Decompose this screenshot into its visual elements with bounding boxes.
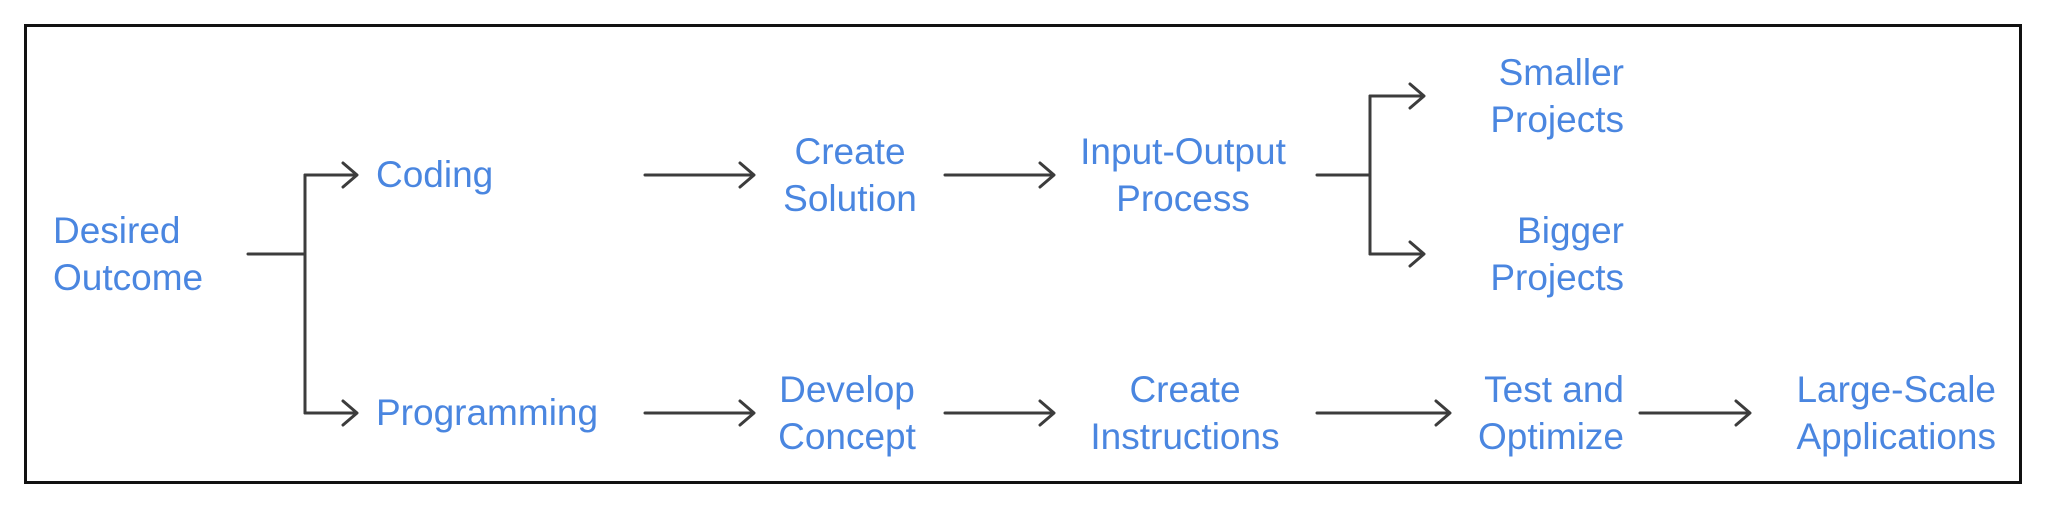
node-smaller-projects: Smaller Projects: [1490, 49, 1624, 143]
arrowhead-coding: [341, 161, 359, 189]
arrowhead-create-instructions: [1038, 399, 1056, 427]
node-create-instructions-line2: Instructions: [1090, 416, 1280, 457]
node-input-output-process: Input-Output Process: [1080, 128, 1286, 222]
node-create-instructions: Create Instructions: [1090, 366, 1279, 460]
node-test-optimize-line2: Optimize: [1478, 416, 1624, 457]
node-test-and-optimize: Test and Optimize: [1478, 366, 1624, 460]
node-bigger-projects: Bigger Projects: [1490, 207, 1624, 301]
node-coding: Coding: [376, 151, 493, 198]
node-large-scale-line1: Large-Scale: [1796, 369, 1996, 410]
arrowhead-input-output: [1038, 161, 1056, 189]
node-develop-concept-line1: Develop: [779, 369, 915, 410]
node-develop-concept-line2: Concept: [778, 416, 916, 457]
node-test-optimize-line1: Test and: [1484, 369, 1624, 410]
node-create-solution-line2: Solution: [783, 178, 917, 219]
node-create-instructions-line1: Create: [1129, 369, 1241, 410]
arrowhead-smaller-projects: [1408, 82, 1426, 110]
arrowhead-programming: [341, 399, 359, 427]
node-desired-outcome: Desired Outcome: [53, 207, 203, 301]
node-smaller-projects-line1: Smaller: [1498, 52, 1624, 93]
node-desired-outcome-line1: Desired: [53, 210, 181, 251]
node-programming-label: Programming: [376, 392, 599, 433]
arrowhead-develop-concept: [738, 399, 756, 427]
arrowhead-bigger-projects: [1408, 240, 1426, 268]
node-bigger-projects-line1: Bigger: [1517, 210, 1624, 251]
node-create-solution: Create Solution: [783, 128, 917, 222]
node-develop-concept: Develop Concept: [778, 366, 916, 460]
node-smaller-projects-line2: Projects: [1490, 99, 1624, 140]
diagram-frame: [24, 24, 2022, 484]
arrowhead-test-optimize: [1434, 399, 1452, 427]
node-input-output-line2: Process: [1116, 178, 1250, 219]
node-bigger-projects-line2: Projects: [1490, 257, 1624, 298]
node-input-output-line1: Input-Output: [1080, 131, 1286, 172]
node-desired-outcome-line2: Outcome: [53, 257, 204, 298]
arrowhead-large-scale: [1734, 399, 1752, 427]
node-programming: Programming: [376, 389, 598, 436]
arrowhead-create-solution: [738, 161, 756, 189]
node-large-scale-applications: Large-Scale Applications: [1796, 366, 1996, 460]
node-coding-label: Coding: [376, 154, 494, 195]
node-large-scale-line2: Applications: [1796, 416, 1996, 457]
node-create-solution-line1: Create: [794, 131, 906, 172]
